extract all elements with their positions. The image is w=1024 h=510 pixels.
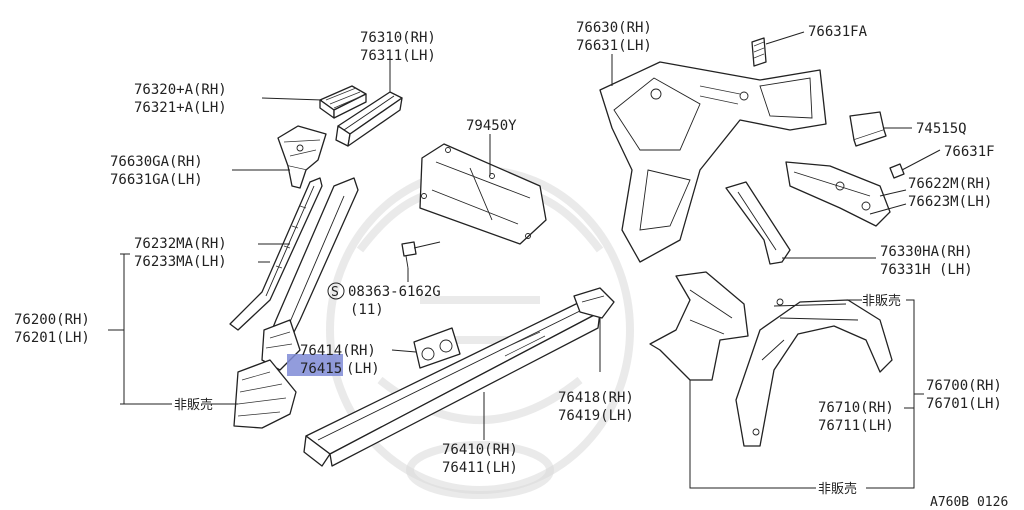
label-76418[interactable]: 76418(RH) bbox=[558, 390, 634, 406]
label-76701[interactable]: 76701(LH) bbox=[926, 396, 1002, 412]
s-symbol: S bbox=[331, 285, 339, 300]
label-76631ga[interactable]: 76631GA(LH) bbox=[110, 172, 203, 188]
label-76200[interactable]: 76200(RH) bbox=[14, 312, 90, 328]
labels: 76310(RH) 76311(LH) 76320+A(RH) 76321+A(… bbox=[14, 20, 1008, 510]
label-76320[interactable]: 76320+A(RH) bbox=[134, 82, 227, 98]
part-76310-rail[interactable] bbox=[335, 91, 403, 147]
label-76411[interactable]: 76411(LH) bbox=[442, 460, 518, 476]
label-76233ma[interactable]: 76233MA(LH) bbox=[134, 254, 227, 270]
part-76622m-reinforcement[interactable] bbox=[785, 161, 891, 227]
label-not-for-sale-bottom: 非販売 bbox=[818, 481, 857, 497]
part-76630ga-bracket[interactable] bbox=[277, 125, 327, 189]
label-08363[interactable]: 08363-6162G bbox=[348, 284, 441, 300]
label-76710[interactable]: 76710(RH) bbox=[818, 400, 894, 416]
part-08363-bolt[interactable] bbox=[401, 241, 441, 269]
part-76418-bracket[interactable] bbox=[573, 287, 615, 319]
label-not-for-sale-right-top: 非販売 bbox=[862, 293, 901, 309]
part-76232ma-pillar[interactable] bbox=[229, 177, 323, 331]
label-74515q[interactable]: 74515Q bbox=[916, 121, 967, 137]
s-symbol-circle bbox=[327, 282, 345, 300]
label-08363-qty: (11) bbox=[350, 302, 384, 318]
label-76623m[interactable]: 76623M(LH) bbox=[908, 194, 992, 210]
part-76710-wheelhouse-liner[interactable] bbox=[735, 298, 893, 447]
label-76331h[interactable]: 76331H (LH) bbox=[880, 262, 973, 278]
label-76310[interactable]: 76310(RH) bbox=[360, 30, 436, 46]
highlight-76415 bbox=[287, 354, 343, 376]
label-76700[interactable]: 76700(RH) bbox=[926, 378, 1002, 394]
diagram-code: A760B 0126 bbox=[930, 495, 1008, 510]
label-76311[interactable]: 76311(LH) bbox=[360, 48, 436, 64]
label-76631fa[interactable]: 76631FA bbox=[808, 24, 868, 40]
label-76232ma[interactable]: 76232MA(RH) bbox=[134, 236, 227, 252]
label-not-for-sale-left: 非販売 bbox=[174, 397, 213, 413]
label-76630[interactable]: 76630(RH) bbox=[576, 20, 652, 36]
part-79450y-panel[interactable] bbox=[419, 143, 547, 245]
part-76700-wheelhouse-outer[interactable] bbox=[649, 271, 749, 381]
label-76410[interactable]: 76410(RH) bbox=[442, 442, 518, 458]
part-74515q-clip[interactable] bbox=[849, 111, 887, 147]
part-76330ha-brace[interactable] bbox=[725, 181, 791, 265]
leader-lines bbox=[108, 31, 941, 489]
part-76631f-plate[interactable] bbox=[889, 163, 905, 179]
label-76631f[interactable]: 76631F bbox=[944, 144, 995, 160]
part-pillar-base[interactable] bbox=[233, 359, 297, 429]
part-76410-sill[interactable] bbox=[303, 301, 601, 467]
part-76631fa-tab[interactable] bbox=[751, 37, 767, 67]
label-76711[interactable]: 76711(LH) bbox=[818, 418, 894, 434]
label-76330ha[interactable]: 76330HA(RH) bbox=[880, 244, 973, 260]
label-76414[interactable]: 76414(RH) bbox=[300, 343, 376, 359]
label-76201[interactable]: 76201(LH) bbox=[14, 330, 90, 346]
part-76414-plate[interactable] bbox=[413, 327, 461, 369]
label-76631[interactable]: 76631(LH) bbox=[576, 38, 652, 54]
label-76622m[interactable]: 76622M(RH) bbox=[908, 176, 992, 192]
label-76419[interactable]: 76419(LH) bbox=[558, 408, 634, 424]
label-76415-prefix[interactable]: 76415 bbox=[300, 361, 342, 377]
label-76630ga[interactable]: 76630GA(RH) bbox=[110, 154, 203, 170]
label-79450y[interactable]: 79450Y bbox=[466, 118, 517, 134]
label-76415-suffix[interactable]: (LH) bbox=[346, 361, 380, 377]
part-76320-bracket[interactable] bbox=[319, 85, 367, 119]
label-76321[interactable]: 76321+A(LH) bbox=[134, 100, 227, 116]
part-76630-inner-panel[interactable] bbox=[599, 61, 827, 263]
